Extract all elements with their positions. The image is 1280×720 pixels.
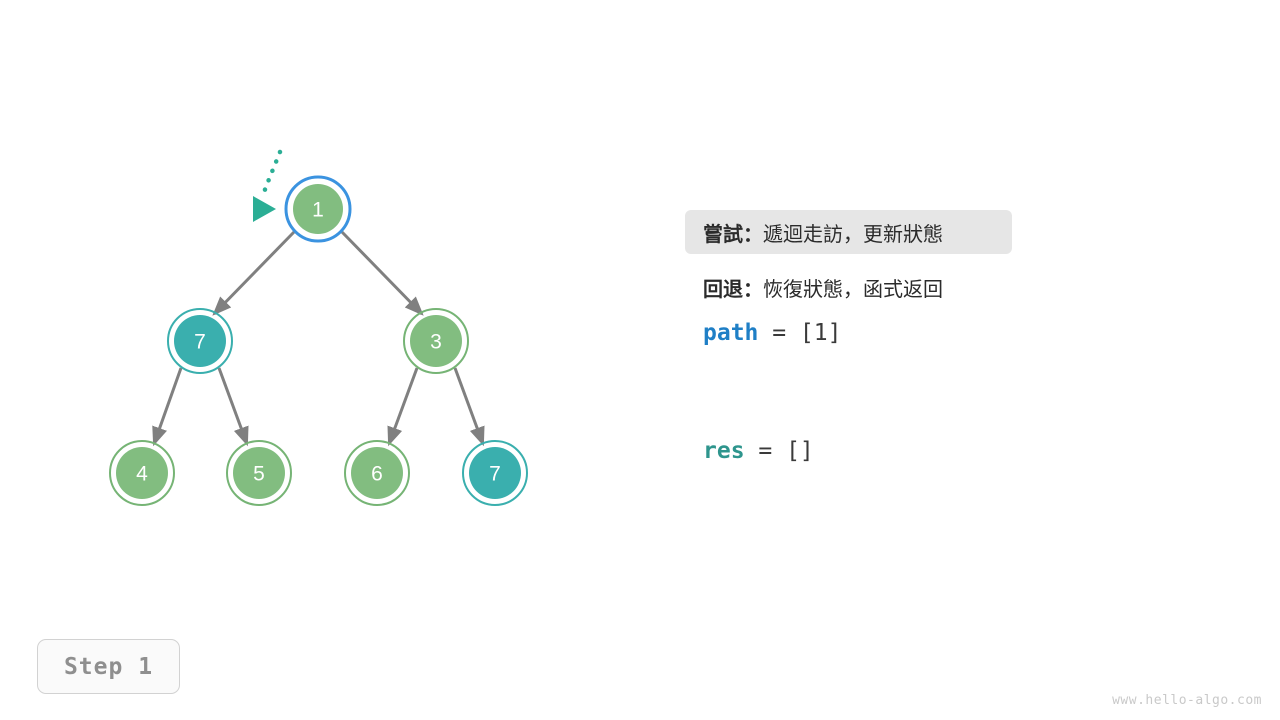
backtrack-phase-row: 回退： 恢復狀態，函式返回 xyxy=(685,265,1012,309)
node-circle xyxy=(410,315,462,367)
watermark: www.hello-algo.com xyxy=(1112,693,1262,708)
edge-1-to-3 xyxy=(340,230,424,316)
edge-3-to-7 xyxy=(453,367,485,447)
tree-node-7-right[interactable]: 7 xyxy=(462,440,528,506)
path-variable-row: path = [1] xyxy=(685,320,1205,346)
node-circle xyxy=(174,315,226,367)
tree-node-7-left[interactable]: 7 xyxy=(167,308,233,374)
tree-edges xyxy=(152,230,485,447)
binary-tree-diagram: 1 7 3 4 5 6 7 xyxy=(109,149,528,506)
node-active-ring xyxy=(284,175,352,243)
backtrack-phase-label: 回退： xyxy=(703,276,763,301)
node-ring xyxy=(403,308,469,374)
node-ring xyxy=(462,440,528,506)
edge-7-to-4 xyxy=(152,367,183,447)
node-circle xyxy=(233,447,285,499)
node-circle xyxy=(116,447,168,499)
current-node-pointer-icon xyxy=(253,149,283,222)
try-phase-description: 遞迴走訪，更新狀態 xyxy=(763,221,943,246)
node-circle xyxy=(351,447,403,499)
node-ring xyxy=(344,440,410,506)
path-variable-name: path xyxy=(703,320,759,346)
try-phase-row: 嘗試： 遞迴走訪，更新狀態 xyxy=(685,210,1012,254)
edge-3-to-6 xyxy=(387,367,419,447)
tree-node-4[interactable]: 4 xyxy=(109,440,175,506)
tree-node-3[interactable]: 3 xyxy=(403,308,469,374)
tree-node-5[interactable]: 5 xyxy=(226,440,292,506)
res-variable-row: res = [] xyxy=(685,438,1205,464)
tree-node-6[interactable]: 6 xyxy=(344,440,410,506)
node-ring xyxy=(167,308,233,374)
step-badge: Step 1 xyxy=(37,639,180,694)
edge-7-to-5 xyxy=(217,367,249,447)
edge-1-to-7 xyxy=(212,230,296,316)
res-variable-value: = [] xyxy=(744,438,814,464)
node-circle xyxy=(293,184,343,234)
res-variable-name: res xyxy=(703,438,745,464)
state-panel: 嘗試： 遞迴走訪，更新狀態 回退： 恢復狀態，函式返回 path = [1] r… xyxy=(685,210,1205,464)
backtrack-phase-description: 恢復狀態，函式返回 xyxy=(763,276,943,301)
path-variable-value: = [1] xyxy=(758,320,842,346)
node-ring xyxy=(109,440,175,506)
try-phase-label: 嘗試： xyxy=(703,221,763,246)
node-ring xyxy=(226,440,292,506)
node-circle xyxy=(469,447,521,499)
tree-node-1[interactable]: 1 xyxy=(284,175,352,243)
